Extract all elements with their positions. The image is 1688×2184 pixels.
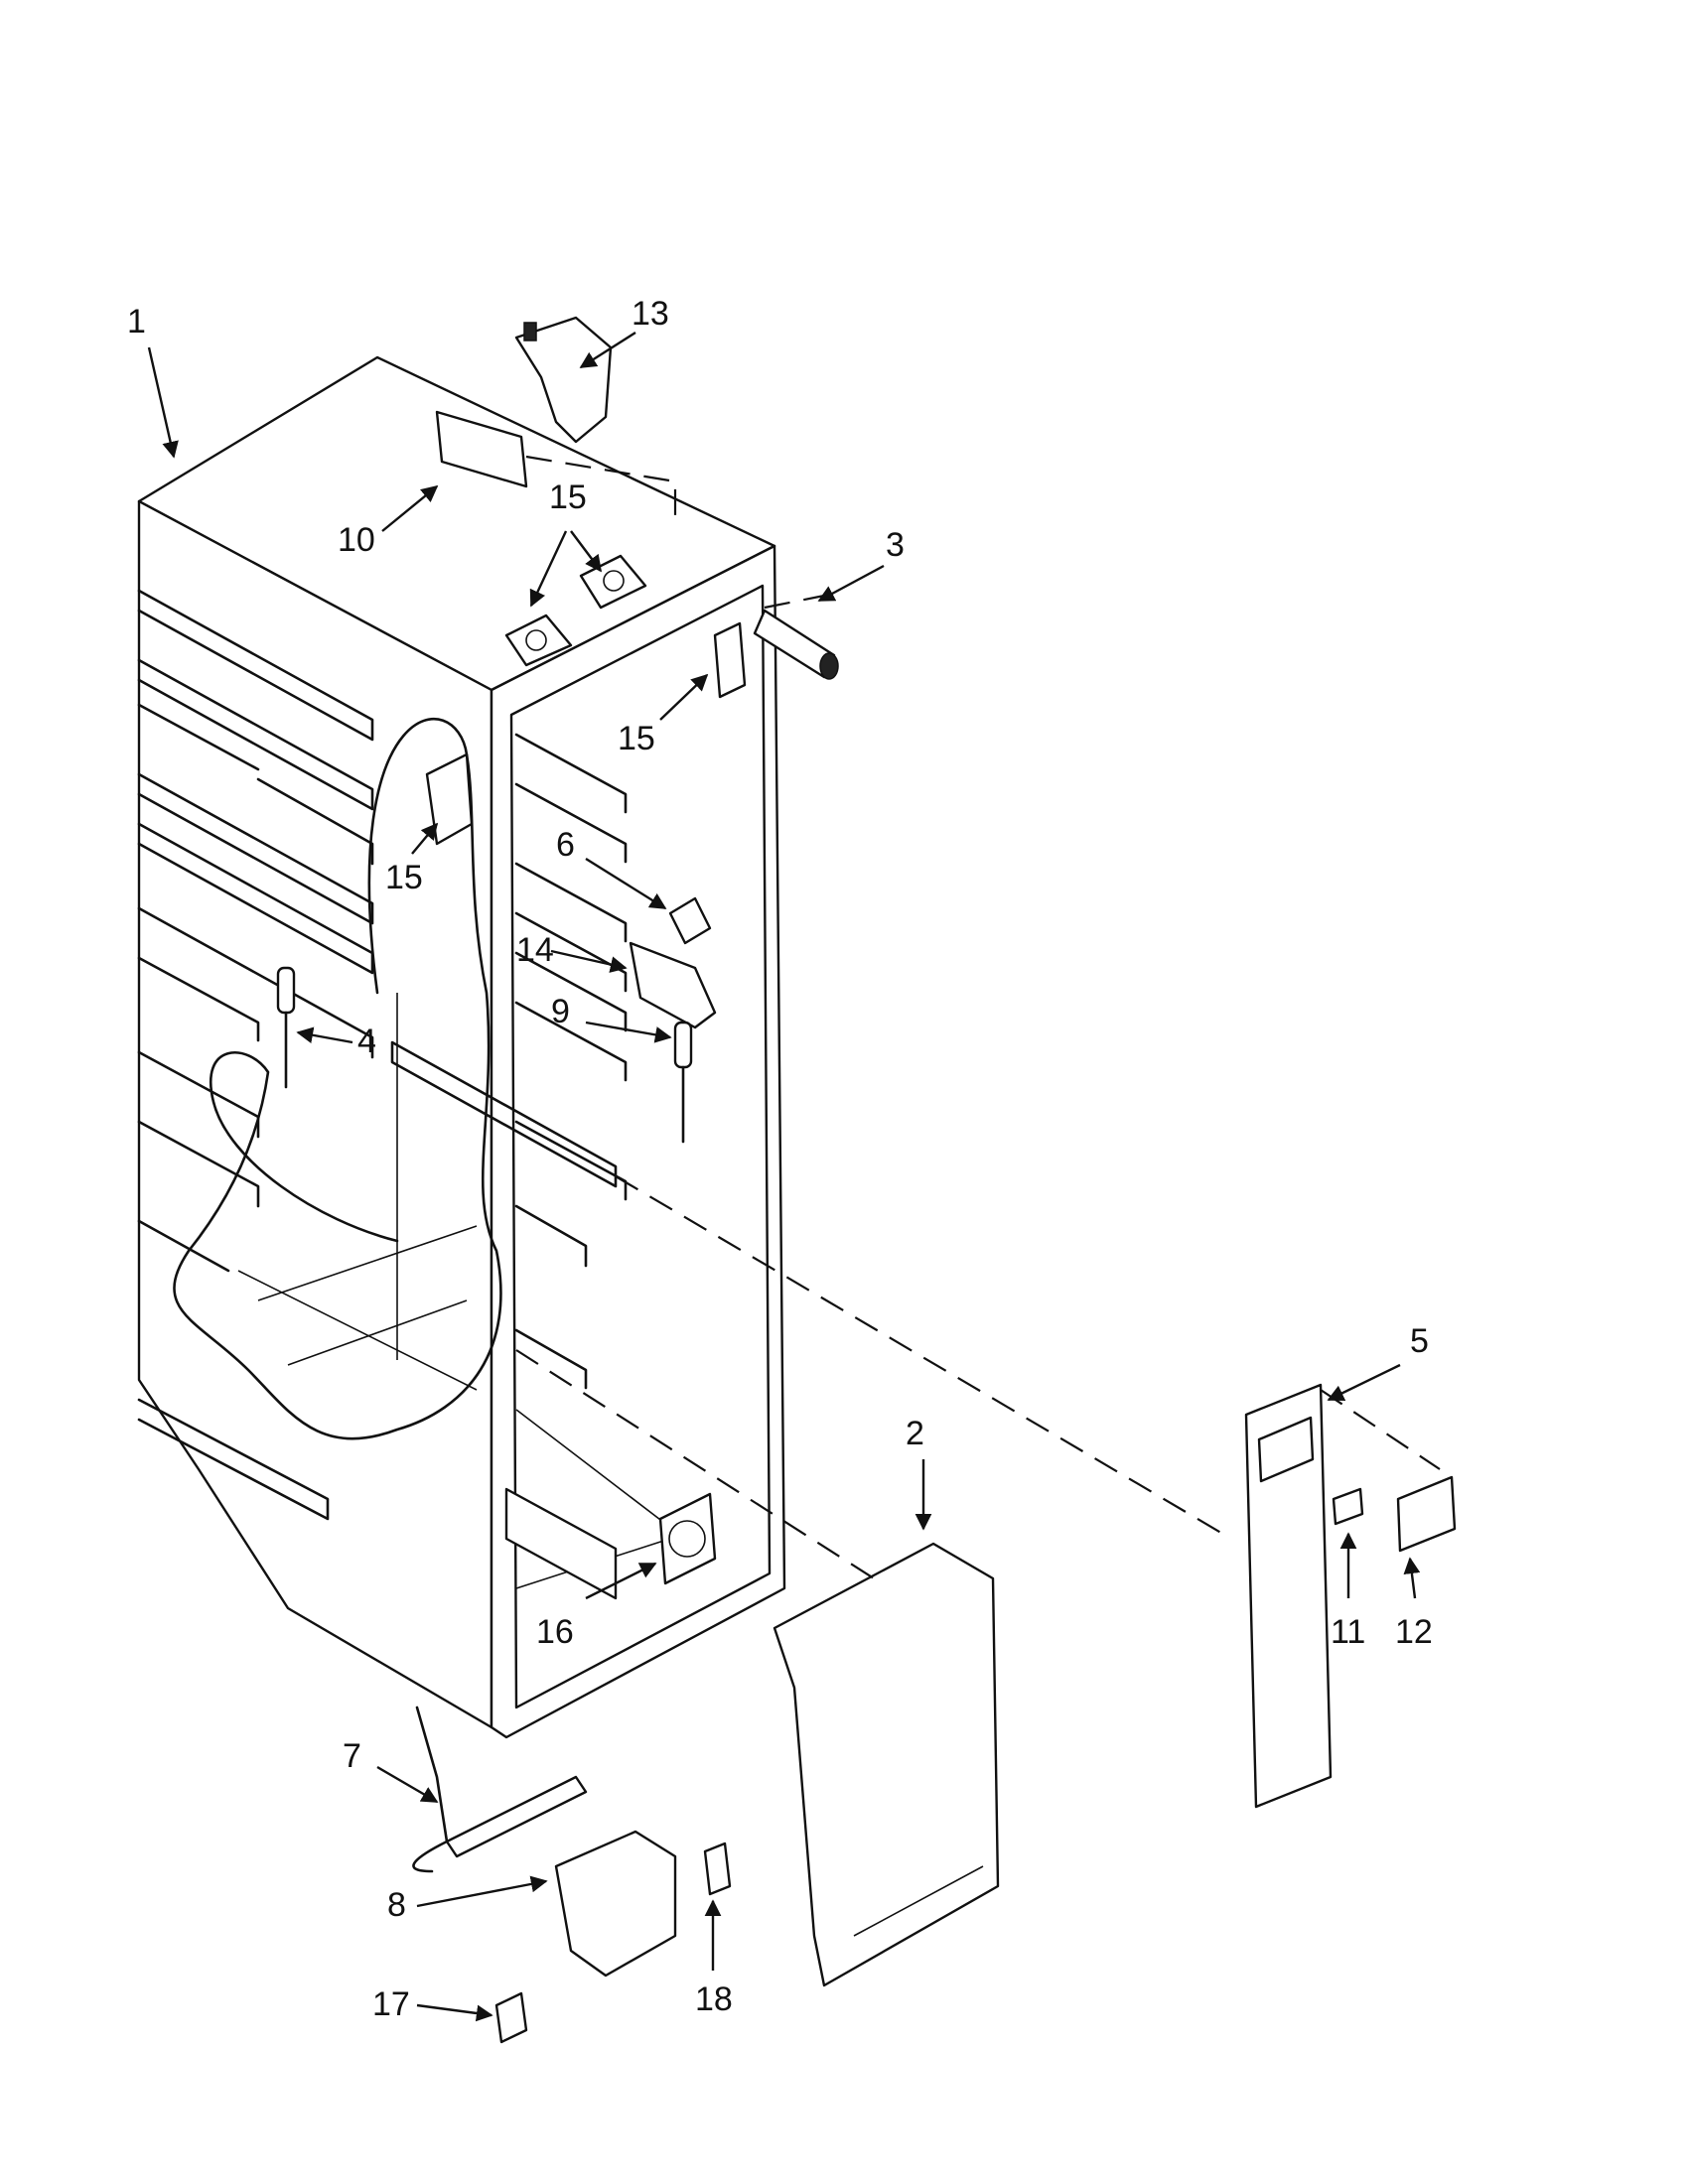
callout-10: 10 (338, 521, 375, 559)
callout-4: 4 (357, 1023, 376, 1060)
part-2-cover (773, 1542, 1000, 1987)
callout-15-top: 15 (549, 478, 587, 516)
part-18-clip (703, 1842, 732, 1896)
callout-2: 2 (906, 1415, 924, 1452)
part-17-connector (494, 1991, 528, 2044)
part-15-sensor-cavity (425, 752, 474, 846)
callout-17: 17 (372, 1985, 410, 2023)
part-15-sensor-right (713, 621, 747, 699)
callout-13: 13 (632, 295, 669, 333)
shelf-rails-right (514, 733, 628, 1390)
part-16-fan (658, 1492, 717, 1585)
callout-12: 12 (1395, 1613, 1433, 1651)
part-13-bracket (514, 316, 613, 444)
callout-7: 7 (343, 1737, 361, 1775)
part-4-probe (276, 966, 296, 1089)
callout-1: 1 (127, 303, 146, 341)
callout-3: 3 (886, 526, 905, 564)
part-9-probe (673, 1021, 693, 1144)
callout-9: 9 (551, 993, 570, 1030)
callout-15-cavity: 15 (385, 859, 423, 896)
callout-6: 6 (556, 826, 575, 864)
part-8-shroud (554, 1830, 677, 1978)
shelf-rails-left (137, 589, 374, 1521)
callout-14: 14 (516, 931, 554, 969)
callout-8: 8 (387, 1886, 406, 1924)
callout-5: 5 (1410, 1322, 1429, 1360)
part-11-switch (1332, 1487, 1364, 1526)
part-12-overlay (1396, 1475, 1457, 1553)
part-7-heater (412, 1706, 588, 1873)
cabinet-liner (137, 355, 786, 1739)
part-6-latch (668, 896, 712, 945)
callout-labels: 1 2 3 4 5 6 7 8 9 10 11 12 13 14 15 15 1… (127, 295, 1433, 2023)
leader-lines (147, 331, 1421, 2022)
callout-15-right: 15 (618, 720, 655, 757)
part-14-housing (629, 941, 717, 1029)
part-10-cover (435, 410, 528, 488)
assembly-dashed-lines (515, 455, 1441, 1579)
callout-18: 18 (695, 1980, 733, 2018)
part-5-panel (1244, 1383, 1333, 1809)
callout-11: 11 (1331, 1613, 1365, 1651)
callout-16: 16 (536, 1613, 574, 1651)
